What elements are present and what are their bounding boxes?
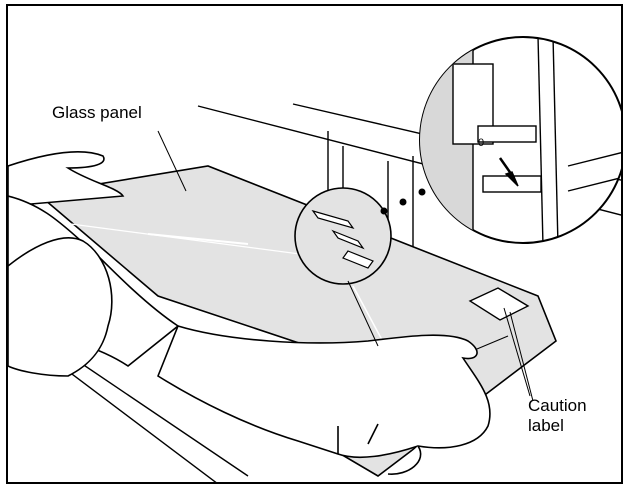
inset-marker-text: 0 bbox=[478, 137, 484, 149]
glass-panel-installation-illustration: 0 bbox=[8, 36, 621, 482]
zoom-inset: 0 bbox=[419, 36, 621, 244]
leader-lines bbox=[157, 130, 534, 402]
caution-label-line2: label bbox=[528, 416, 564, 435]
caution-label-text: Caution label bbox=[528, 396, 587, 436]
operator-hands bbox=[8, 151, 491, 475]
caution-label-line1: Caution bbox=[528, 396, 587, 415]
illustration-frame: 0 bbox=[6, 4, 623, 484]
caution-label-sticker bbox=[468, 287, 531, 397]
glass-panel-label: Glass panel bbox=[52, 103, 142, 122]
hinge-magnifier bbox=[294, 187, 392, 347]
zoom-dots bbox=[380, 188, 426, 215]
